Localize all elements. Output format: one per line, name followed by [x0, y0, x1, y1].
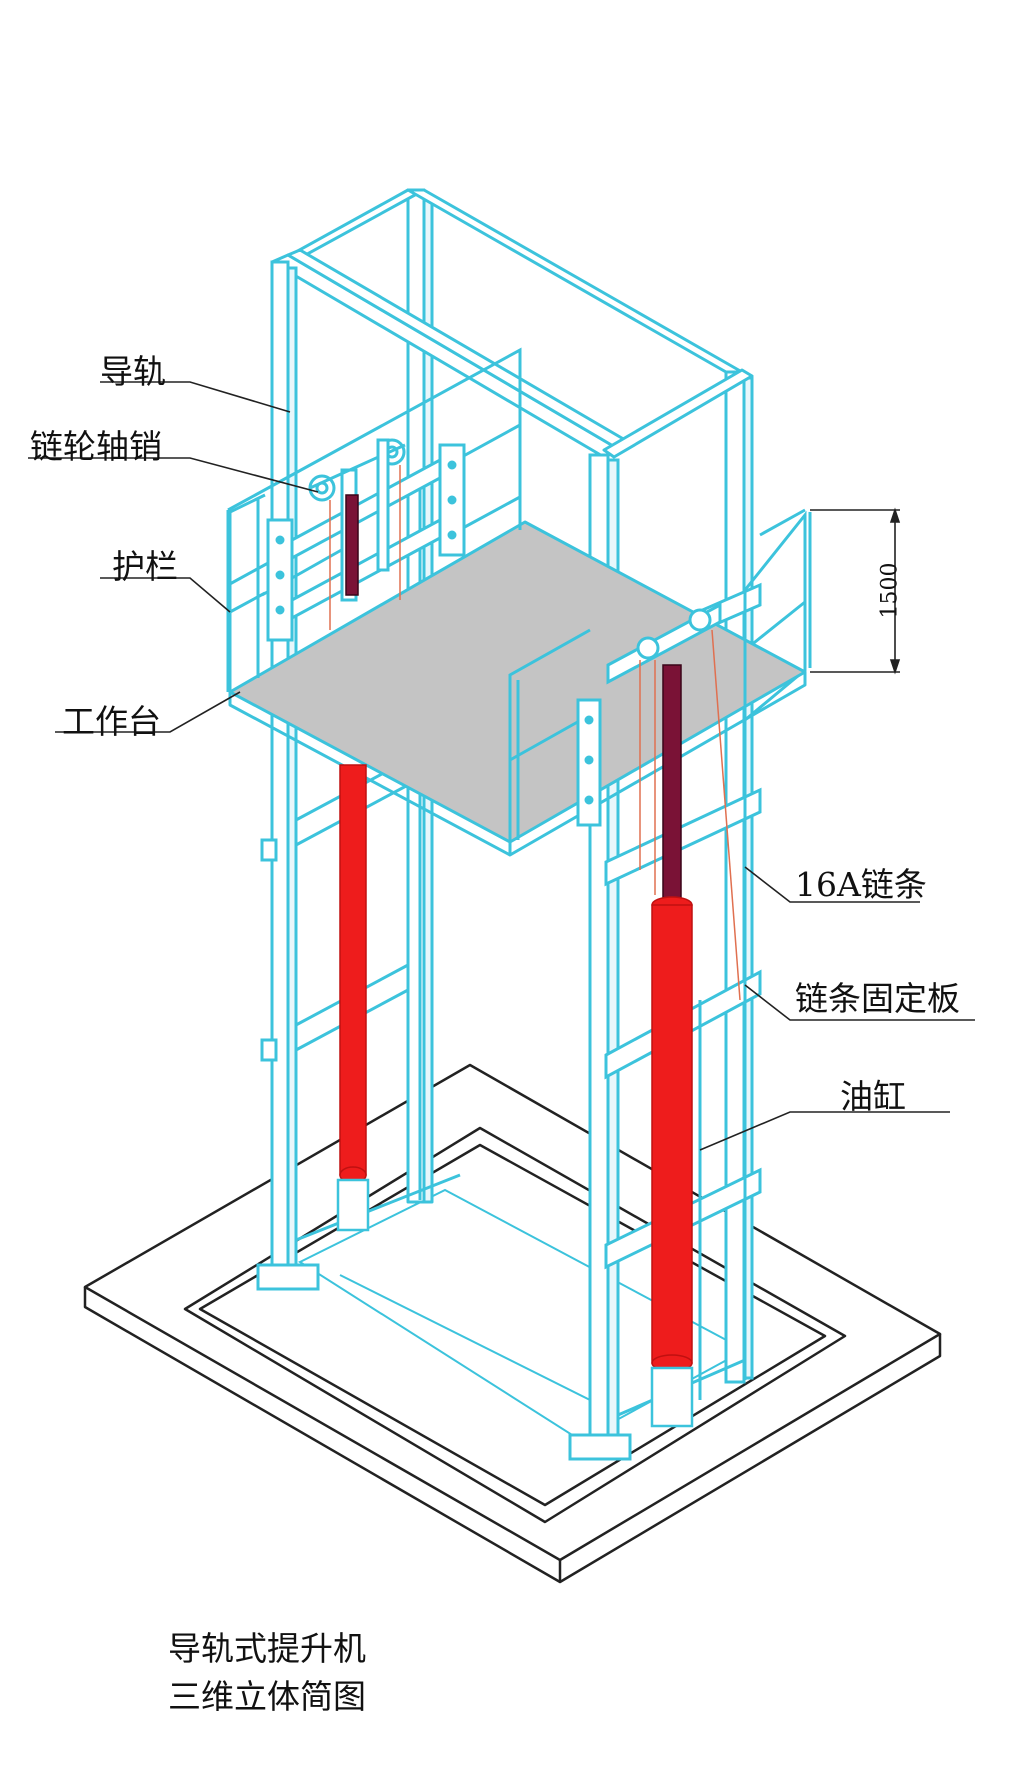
diagram-caption: 导轨式提升机 三维立体简图: [168, 1625, 366, 1721]
caption-line-1: 导轨式提升机: [168, 1629, 366, 1668]
right-chains: [639, 629, 741, 1001]
label-guide-rail: 导轨: [100, 352, 166, 391]
back-chains: [329, 465, 401, 630]
top-beams: [270, 248, 754, 459]
dimension-marker: [810, 507, 901, 675]
label-sprocket-pin: 链轮轴销: [30, 427, 162, 466]
left-carriage: [266, 443, 466, 642]
right-carriage: [576, 602, 722, 827]
right-back-column: [724, 370, 754, 1384]
right-rod: [662, 664, 682, 906]
left-rod: [345, 494, 359, 596]
label-guardrail: 护栏: [112, 547, 178, 586]
label-platform: 工作台: [62, 702, 161, 741]
label-chain-plate: 链条固定板: [795, 979, 960, 1018]
right-cylinder: [650, 896, 694, 1428]
dimension-1500: 1500: [877, 562, 903, 619]
caption-line-2: 三维立体简图: [168, 1677, 366, 1716]
left-cylinder: [336, 764, 370, 1232]
right-guardrail: [743, 508, 812, 722]
leader-lines: [28, 381, 975, 1151]
base-slab: [83, 1063, 942, 1584]
label-chain: 16A链条: [795, 865, 927, 904]
label-cylinder: 油缸: [840, 1077, 906, 1116]
